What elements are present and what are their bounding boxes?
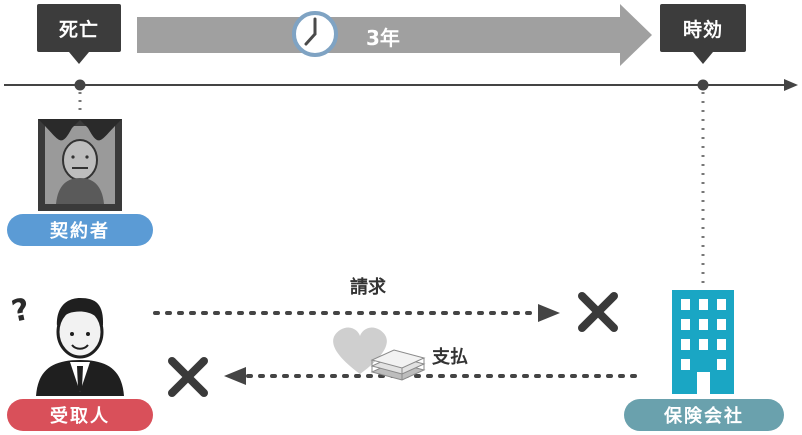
deceased-portrait-icon xyxy=(38,119,122,211)
policyholder-badge: 契約者 xyxy=(7,214,153,246)
insurer-badge: 保険会社 xyxy=(624,399,784,431)
period-label: 3年 xyxy=(366,26,400,50)
payment-label: 支払 xyxy=(432,347,468,368)
beneficiary-person-icon xyxy=(36,298,124,396)
death-tag: 死亡 xyxy=(37,4,121,52)
office-building-icon xyxy=(672,290,734,394)
claim-arrowhead xyxy=(538,304,560,322)
claim-label: 請求 xyxy=(350,277,386,298)
claim-rejected-cross-icon xyxy=(578,292,618,332)
timeline-point-death xyxy=(74,79,86,91)
expiry-label: 時効 xyxy=(682,18,723,41)
timeline-arrowhead xyxy=(784,79,798,91)
beneficiary-badge: 受取人 xyxy=(7,399,153,431)
payment-rejected-cross-icon xyxy=(168,357,208,397)
expiry-tag: 時効 xyxy=(660,4,746,52)
death-label: 死亡 xyxy=(58,18,99,41)
question-mark-icon: ? xyxy=(9,292,33,330)
clock-icon xyxy=(292,11,338,57)
payment-arrowhead xyxy=(224,367,246,385)
timeline-point-expiry xyxy=(697,79,709,91)
heart-money-icon xyxy=(333,327,426,381)
duration-arrow xyxy=(137,4,652,66)
